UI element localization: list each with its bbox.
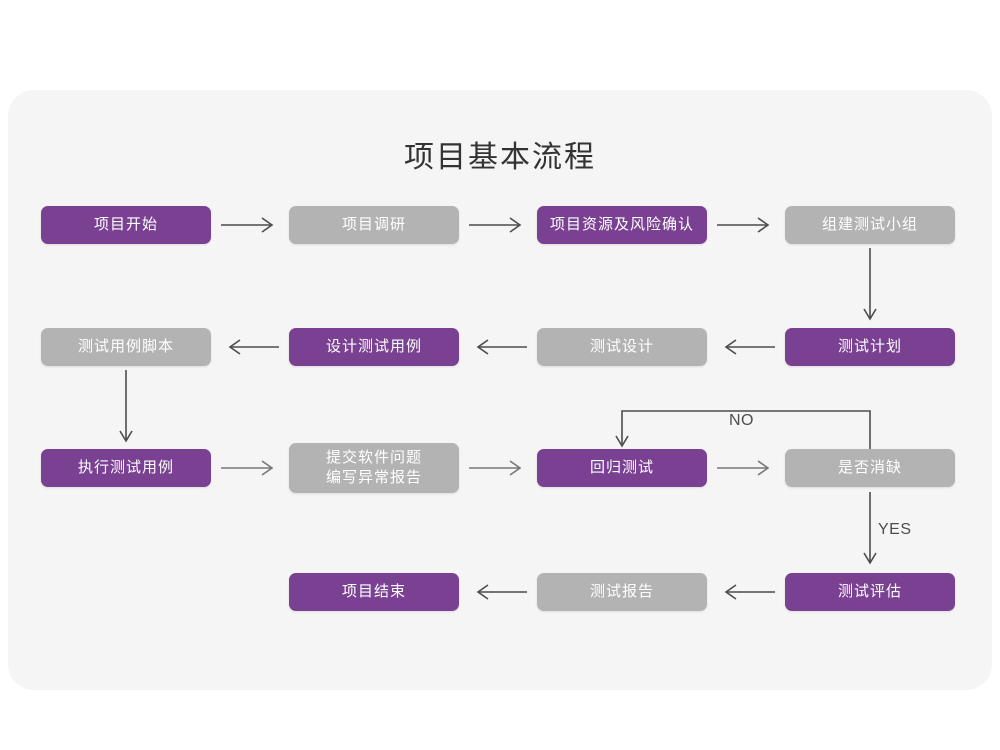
node-test-design[interactable]: 测试设计 xyxy=(537,328,707,366)
edge-label-yes: YES xyxy=(878,521,912,538)
node-test-case-script[interactable]: 测试用例脚本 xyxy=(41,328,211,366)
node-resource-risk-confirm[interactable]: 项目资源及风险确认 xyxy=(537,206,707,244)
node-test-plan[interactable]: 测试计划 xyxy=(785,328,955,366)
node-test-report[interactable]: 测试报告 xyxy=(537,573,707,611)
node-regression-test[interactable]: 回归测试 xyxy=(537,449,707,487)
edge-label-no: NO xyxy=(729,412,754,429)
node-project-research[interactable]: 项目调研 xyxy=(289,206,459,244)
node-execute-test-case[interactable]: 执行测试用例 xyxy=(41,449,211,487)
node-test-evaluation[interactable]: 测试评估 xyxy=(785,573,955,611)
node-design-test-case[interactable]: 设计测试用例 xyxy=(289,328,459,366)
page-title: 项目基本流程 xyxy=(404,141,596,174)
node-project-start[interactable]: 项目开始 xyxy=(41,206,211,244)
node-build-test-team[interactable]: 组建测试小组 xyxy=(785,206,955,244)
node-project-end[interactable]: 项目结束 xyxy=(289,573,459,611)
node-defect-cleared[interactable]: 是否消缺 xyxy=(785,449,955,487)
node-submit-issue-report[interactable]: 提交软件问题 编写异常报告 xyxy=(289,443,459,493)
